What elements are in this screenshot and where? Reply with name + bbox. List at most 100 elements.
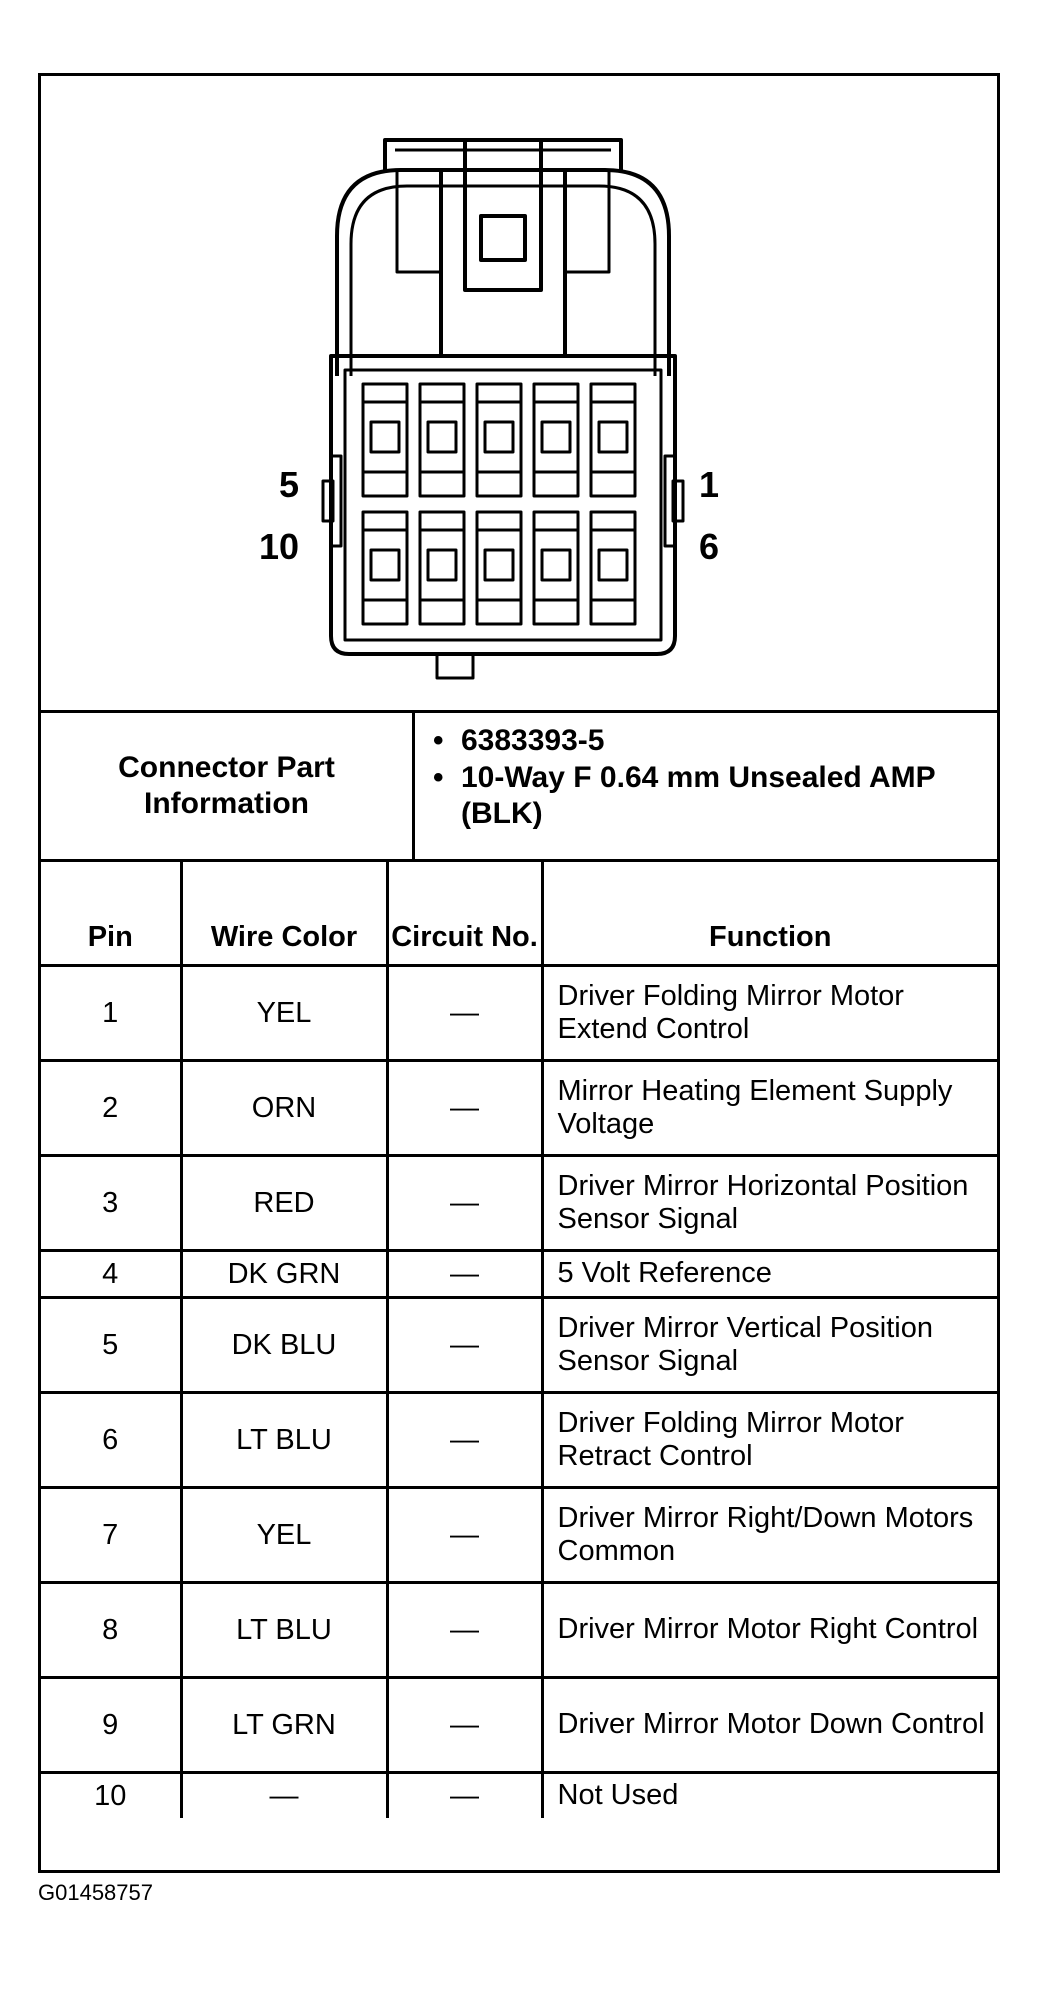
cell-wire-color: YEL — [179, 964, 389, 1062]
connector-info-sheet: 5 10 1 6 Connector Part Information 6383… — [38, 73, 1000, 1873]
pin-cavity-detail — [591, 400, 635, 474]
pin-cavity-detail — [477, 400, 521, 474]
pin-cavity-terminal — [426, 420, 458, 454]
cell-function: 5 Volt Reference — [540, 1249, 997, 1299]
pin-cavity — [361, 382, 409, 498]
pin-label-1: 1 — [699, 464, 720, 505]
cell-wire-color: — — [179, 1771, 389, 1818]
connector-description: 10-Way F 0.64 mm Unsealed AMP (BLK) — [427, 760, 997, 833]
pin-cavity-detail — [591, 528, 635, 602]
pin-cavity — [589, 510, 637, 626]
pin-cavity-terminal — [369, 420, 401, 454]
cell-circuit-no: — — [385, 1249, 544, 1299]
cell-wire-color: LT BLU — [179, 1391, 389, 1489]
pin-cavity-terminal — [483, 420, 515, 454]
header-function: Function — [540, 862, 997, 967]
part-info-label: Connector Part Information — [41, 713, 415, 859]
connector-diagram: 5 10 1 6 — [41, 76, 997, 713]
cell-pin: 10 — [41, 1771, 183, 1818]
pin-cavity — [532, 382, 580, 498]
pin-label-6: 6 — [699, 526, 720, 567]
pin-cavity-terminal — [540, 420, 572, 454]
cell-pin: 2 — [41, 1059, 183, 1157]
cell-circuit-no: — — [385, 1391, 544, 1489]
pin-cavity — [589, 382, 637, 498]
header-pin: Pin — [41, 862, 183, 967]
cell-function: Driver Mirror Horizontal Position Sensor… — [540, 1154, 997, 1252]
pin-cavity-detail — [534, 528, 578, 602]
pin-cavity-detail — [534, 400, 578, 474]
cell-pin: 8 — [41, 1581, 183, 1679]
pin-label-10: 10 — [259, 526, 300, 567]
table-header-row: Pin Wire Color Circuit No. Function — [41, 862, 997, 967]
part-info-list: 6383393-5 10-Way F 0.64 mm Unsealed AMP … — [427, 723, 997, 833]
cell-circuit-no: — — [385, 1581, 544, 1679]
pin-cavity — [418, 382, 466, 498]
cell-wire-color: DK BLU — [179, 1296, 389, 1394]
header-wire-color: Wire Color — [179, 862, 389, 967]
cell-pin: 3 — [41, 1154, 183, 1252]
connector-part-info: Connector Part Information 6383393-5 10-… — [41, 713, 997, 862]
cell-pin: 5 — [41, 1296, 183, 1394]
pin-cavity-terminal — [483, 548, 515, 582]
cell-circuit-no: — — [385, 1059, 544, 1157]
pin-cavity-detail — [420, 528, 464, 602]
pin-cavity-terminal — [369, 548, 401, 582]
cell-pin: 9 — [41, 1676, 183, 1774]
cell-function: Driver Folding Mirror Motor Retract Cont… — [540, 1391, 997, 1489]
cell-circuit-no: — — [385, 1771, 544, 1818]
cell-function: Driver Mirror Motor Down Control — [540, 1676, 997, 1774]
pin-cavity — [361, 510, 409, 626]
cell-circuit-no: — — [385, 1676, 544, 1774]
pin-cavity-terminal — [597, 420, 629, 454]
pin-cavity-detail — [363, 400, 407, 474]
cell-wire-color: YEL — [179, 1486, 389, 1584]
cell-wire-color: ORN — [179, 1059, 389, 1157]
cell-function: Not Used — [540, 1771, 997, 1818]
part-number: 6383393-5 — [427, 723, 997, 760]
figure-id: G01458757 — [38, 1880, 153, 1905]
cell-function: Driver Mirror Vertical Position Sensor S… — [540, 1296, 997, 1394]
cell-function: Mirror Heating Element Supply Voltage — [540, 1059, 997, 1157]
cell-function: Driver Mirror Right/Down Motors Common — [540, 1486, 997, 1584]
cell-wire-color: DK GRN — [179, 1249, 389, 1299]
cell-circuit-no: — — [385, 1154, 544, 1252]
connector-face-drawing — [321, 138, 685, 680]
pin-cavity — [532, 510, 580, 626]
cell-circuit-no: — — [385, 964, 544, 1062]
pin-cavity-detail — [477, 528, 521, 602]
cell-wire-color: LT GRN — [179, 1676, 389, 1774]
cell-circuit-no: — — [385, 1296, 544, 1394]
pin-cavity-terminal — [426, 548, 458, 582]
cell-pin: 4 — [41, 1249, 183, 1299]
pin-cavity-terminal — [540, 548, 572, 582]
header-circuit-no: Circuit No. — [385, 862, 544, 967]
cell-circuit-no: — — [385, 1486, 544, 1584]
cell-pin: 1 — [41, 964, 183, 1062]
pin-cavity-detail — [363, 528, 407, 602]
pin-label-5: 5 — [279, 464, 300, 505]
pin-cavity — [475, 510, 523, 626]
cell-pin: 6 — [41, 1391, 183, 1489]
pin-cavity-terminal — [597, 548, 629, 582]
cell-pin: 7 — [41, 1486, 183, 1584]
pin-cavity — [418, 510, 466, 626]
table-row: 10——Not Used — [41, 1771, 997, 1818]
pin-cavity-detail — [420, 400, 464, 474]
pin-cavity — [475, 382, 523, 498]
cell-function: Driver Mirror Motor Right Control — [540, 1581, 997, 1679]
cell-function: Driver Folding Mirror Motor Extend Contr… — [540, 964, 997, 1062]
cell-wire-color: RED — [179, 1154, 389, 1252]
cell-wire-color: LT BLU — [179, 1581, 389, 1679]
